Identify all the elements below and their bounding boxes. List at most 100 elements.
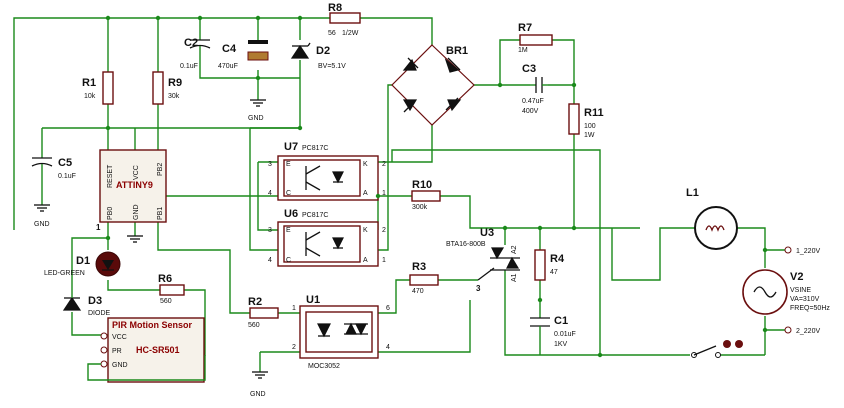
- c1-value2: 1KV: [554, 341, 568, 348]
- u3-part: BTA16-800B: [446, 241, 486, 248]
- ground-symbol-u1: GND: [250, 371, 268, 398]
- r1-value: 10k: [84, 93, 96, 100]
- u7-label-a: A: [363, 190, 368, 197]
- u7-pin3: 3: [268, 161, 272, 168]
- c4-ref: C4: [222, 43, 237, 55]
- lamp-l1: L1: [686, 187, 738, 250]
- u3-pin-a2: A2: [511, 245, 518, 254]
- terminal-2: 2_220V: [784, 326, 820, 335]
- u1-pin4: 4: [386, 344, 390, 351]
- resistor-r3: R3 470: [409, 261, 439, 295]
- u3-pin-a1: A1: [511, 273, 518, 282]
- diode-d3: D3 DIODE: [62, 290, 111, 317]
- triac-u3: U3 BTA16-800B A2 A1 3: [446, 227, 520, 293]
- mcu-attiny9: RESET VCC PB2 PB0 GND PB1 ATTINY9 1: [96, 149, 167, 232]
- u6-label-c: C: [286, 257, 291, 264]
- capacitor-c3: C3 0.47uF 400V: [522, 63, 548, 115]
- ground-symbol-c5: GND: [34, 204, 50, 228]
- ground-symbol-top: GND: [248, 99, 266, 122]
- br1-ref: BR1: [446, 45, 468, 57]
- ac-source-v2: V2 VSINE VA=310V FREQ=50Hz: [742, 269, 830, 315]
- capacitor-c1: C1 0.01uF 1KV: [530, 315, 576, 348]
- v2-freq: FREQ=50Hz: [790, 305, 830, 312]
- pir-title: PIR Motion Sensor: [112, 320, 193, 330]
- r8-value2: 1/2W: [342, 30, 359, 37]
- u3-ref: U3: [480, 227, 494, 239]
- capacitor-c2: C2 0.1uF: [180, 37, 211, 70]
- capacitor-c4: C4 470uF: [218, 40, 269, 70]
- u7-part: PC817C: [302, 145, 328, 152]
- r10-value: 300k: [412, 204, 428, 211]
- v2-amplitude: VA=310V: [790, 296, 820, 303]
- mcu-pin-pb0: PB0: [107, 207, 114, 220]
- r11-ref: R11: [584, 107, 604, 119]
- mcu-pin-reset: RESET: [107, 164, 114, 188]
- pir-gnd-wire: [87, 355, 206, 381]
- u6-pin1: 1: [382, 257, 386, 264]
- mcu-pin-pb2: PB2: [157, 163, 164, 176]
- u6-part: PC817C: [302, 212, 328, 219]
- led-d1: D1 LED-GREEN: [44, 251, 121, 277]
- u6-label-k: K: [363, 227, 368, 234]
- terminal-1-label: 1_220V: [796, 248, 820, 255]
- u7-pin4: 4: [268, 190, 272, 197]
- c3-value: 0.47uF: [522, 98, 544, 105]
- pir-pin-gnd: GND: [112, 362, 128, 369]
- r11-value: 100: [584, 123, 596, 130]
- resistor-r10: R10 300k: [411, 179, 441, 211]
- gnd-label-c5: GND: [34, 221, 50, 228]
- mcu-pin-vcc: VCC: [133, 165, 140, 180]
- pir-pin-vcc: VCC: [112, 334, 127, 341]
- r7-value: 1M: [518, 47, 528, 54]
- pir-pin-pr: PR: [112, 348, 122, 355]
- c1-value: 0.01uF: [554, 331, 576, 338]
- c3-ref: C3: [522, 63, 536, 75]
- pir-sensor-hc-sr501: PIR Motion Sensor VCC PR GND HC-SR501: [100, 317, 205, 383]
- u7-pin1: 1: [382, 190, 386, 197]
- terminal-2-label: 2_220V: [796, 328, 820, 335]
- optocoupler-u7: U7 PC817C 3 E 4 C K 2 A 1: [268, 141, 386, 201]
- r4-value: 47: [550, 269, 558, 276]
- bridge-rectifier-br1: BR1: [391, 44, 475, 126]
- r7-ref: R7: [518, 22, 532, 34]
- capacitor-c5: C5 0.1uF: [31, 157, 76, 180]
- gnd-label-top: GND: [248, 115, 264, 122]
- r10-ref: R10: [412, 179, 432, 191]
- mcu-name: ATTINY9: [116, 180, 153, 190]
- d2-value: BV=5.1V: [318, 63, 346, 70]
- u6-label-a: A: [363, 257, 368, 264]
- r11-value2: 1W: [584, 132, 595, 139]
- resistor-r7: R7 1M: [518, 22, 553, 54]
- d1-value: LED-GREEN: [44, 270, 85, 277]
- u7-label-k: K: [363, 161, 368, 168]
- u1-pin2: 2: [292, 344, 296, 351]
- r3-value: 470: [412, 288, 424, 295]
- pir-name: HC-SR501: [136, 345, 180, 355]
- u1-part: MOC3052: [308, 363, 340, 370]
- r2-ref: R2: [248, 296, 262, 308]
- c4-value: 470uF: [218, 63, 238, 70]
- u3-pin3: 3: [476, 284, 481, 293]
- r8-value: 56: [328, 30, 336, 37]
- zener-d2: D2 BV=5.1V: [290, 42, 346, 70]
- terminal-1: 1_220V: [784, 246, 820, 255]
- mcu-pin1-number: 1: [96, 223, 101, 232]
- r9-value: 30k: [168, 93, 180, 100]
- junction-dots: [105, 15, 768, 358]
- optocoupler-u6: U6 PC817C 3 E 4 C K 2 A 1: [268, 208, 386, 267]
- v2-ref: V2: [790, 271, 803, 283]
- d2-ref: D2: [316, 45, 330, 57]
- opto-triac-u1: U1 MOC3052 1 2 6 4: [292, 294, 390, 370]
- v2-type: VSINE: [790, 287, 811, 294]
- resistor-r6: R6 560: [158, 273, 185, 305]
- u1-pin1: 1: [292, 305, 296, 312]
- wire-network: [13, 17, 785, 372]
- d1-ref: D1: [76, 255, 90, 267]
- mcu-pin-gnd: GND: [133, 204, 140, 220]
- gnd-label-u1: GND: [250, 391, 266, 398]
- resistor-r4: R4 47: [534, 249, 565, 281]
- u7-ref: U7: [284, 141, 298, 153]
- c5-ref: C5: [58, 157, 72, 169]
- d3-value: DIODE: [88, 310, 111, 317]
- c1-ref: C1: [554, 315, 568, 327]
